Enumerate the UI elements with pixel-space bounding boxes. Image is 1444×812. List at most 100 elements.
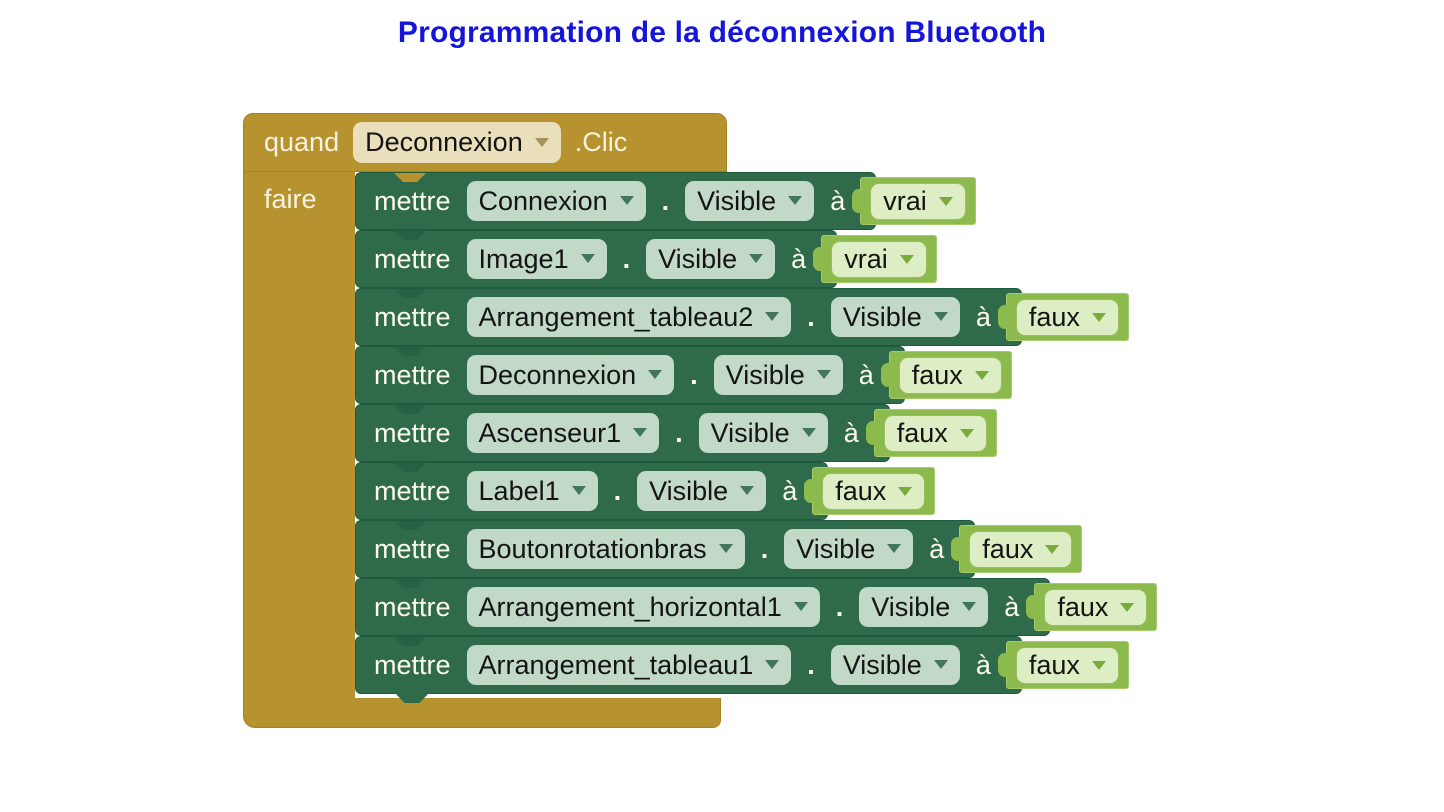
component-name: Connexion xyxy=(478,185,608,216)
chevron-down-icon xyxy=(899,254,914,264)
setter-block-body[interactable]: mettre Arrangement_tableau2 . Visible à xyxy=(355,288,1022,346)
component-name: Ascenseur1 xyxy=(478,417,622,448)
property-dropdown[interactable]: Visible xyxy=(859,586,989,628)
setter-block-body[interactable]: mettre Image1 . Visible à xyxy=(355,230,838,288)
component-dropdown[interactable]: Arrangement_tableau1 xyxy=(466,644,792,686)
property-name: Visible xyxy=(842,649,922,680)
dot-separator: . xyxy=(835,591,844,622)
quand-keyword: quand xyxy=(264,127,340,157)
event-block-footer[interactable] xyxy=(243,698,721,728)
faire-slot-label-column[interactable]: faire xyxy=(243,172,355,698)
chevron-down-icon xyxy=(718,544,733,554)
setter-block-body[interactable]: mettre Ascenseur1 . Visible à xyxy=(355,404,890,462)
puzzle-tab xyxy=(813,247,824,271)
logic-value: faux xyxy=(911,359,963,390)
dot-separator: . xyxy=(622,243,631,274)
logic-value-dropdown[interactable]: faux xyxy=(1015,646,1119,684)
logic-value-dropdown[interactable]: faux xyxy=(1015,298,1119,336)
setter-block-body[interactable]: mettre Boutonrotationbras . Visible à xyxy=(355,520,976,578)
property-name: Visible xyxy=(697,185,777,216)
logic-value-dropdown[interactable]: faux xyxy=(1044,588,1148,626)
logic-value-block[interactable]: faux xyxy=(865,409,997,457)
component-dropdown[interactable]: Connexion xyxy=(466,180,646,222)
setter-block-body[interactable]: mettre Deconnexion . Visible à xyxy=(355,346,905,404)
component-name: Arrangement_horizontal1 xyxy=(478,591,782,622)
set-visible-block[interactable]: mettre Deconnexion . Visible à xyxy=(355,346,1012,404)
property-dropdown[interactable]: Visible xyxy=(685,180,815,222)
logic-value-block[interactable]: faux xyxy=(997,293,1129,341)
setter-block-body[interactable]: mettre Connexion . Visible à xyxy=(355,172,877,230)
logic-value-dropdown[interactable]: vrai xyxy=(870,182,966,220)
page-title: Programmation de la déconnexion Bluetoot… xyxy=(397,16,1047,49)
logic-value-dropdown[interactable]: faux xyxy=(883,414,987,452)
component-dropdown[interactable]: Image1 xyxy=(466,238,607,280)
set-visible-block[interactable]: mettre Image1 . Visible à xyxy=(355,230,937,288)
event-component-dropdown[interactable]: Deconnexion xyxy=(353,122,561,163)
chevron-down-icon xyxy=(959,428,974,438)
logic-value-dropdown[interactable]: vrai xyxy=(831,240,927,278)
setter-block-body[interactable]: mettre Arrangement_horizontal1 . Visible… xyxy=(355,578,1051,636)
a-keyword: à xyxy=(858,359,874,390)
component-dropdown[interactable]: Ascenseur1 xyxy=(466,412,660,454)
logic-value-block[interactable]: faux xyxy=(1026,583,1158,631)
event-block-body: faire mettre Connexion . Visible xyxy=(243,172,1158,698)
logic-value-dropdown[interactable]: faux xyxy=(969,530,1073,568)
logic-value-block[interactable]: faux xyxy=(804,467,936,515)
logic-value-dropdown[interactable]: faux xyxy=(898,356,1002,394)
component-dropdown[interactable]: Boutonrotationbras xyxy=(466,528,745,570)
set-visible-block[interactable]: mettre Arrangement_tableau2 . Visible à xyxy=(355,288,1129,346)
chevron-down-icon xyxy=(648,370,663,380)
property-dropdown[interactable]: Visible xyxy=(698,412,828,454)
logic-value-block[interactable]: vrai xyxy=(852,177,976,225)
event-block-quand-clic[interactable]: quand Deconnexion .Clic faire mettre Con… xyxy=(243,113,1158,728)
property-dropdown[interactable]: Visible xyxy=(830,296,960,338)
a-keyword: à xyxy=(843,417,859,448)
component-dropdown[interactable]: Arrangement_tableau2 xyxy=(466,296,792,338)
set-visible-block[interactable]: mettre Arrangement_tableau1 . Visible à xyxy=(355,636,1129,694)
property-dropdown[interactable]: Visible xyxy=(830,644,960,686)
puzzle-tab xyxy=(852,189,863,213)
component-name: Arrangement_tableau1 xyxy=(478,649,754,680)
event-block-header[interactable]: quand Deconnexion .Clic xyxy=(243,113,727,172)
logic-value-dropdown[interactable]: faux xyxy=(822,472,926,510)
puzzle-tab xyxy=(865,421,876,445)
property-dropdown[interactable]: Visible xyxy=(637,470,767,512)
logic-value-block[interactable]: faux xyxy=(997,641,1129,689)
chevron-down-icon xyxy=(1091,312,1106,322)
set-visible-block[interactable]: mettre Label1 . Visible à xyxy=(355,462,936,520)
logic-value-block[interactable]: vrai xyxy=(813,235,937,283)
dot-separator: . xyxy=(661,185,670,216)
faire-keyword: faire xyxy=(264,184,317,214)
property-dropdown[interactable]: Visible xyxy=(646,238,776,280)
chevron-down-icon xyxy=(801,428,816,438)
puzzle-tab xyxy=(880,363,891,387)
chevron-down-icon xyxy=(571,486,586,496)
chevron-down-icon xyxy=(898,486,913,496)
chevron-down-icon xyxy=(580,254,595,264)
mettre-keyword: mettre xyxy=(374,591,451,622)
property-dropdown[interactable]: Visible xyxy=(784,528,914,570)
logic-value: faux xyxy=(982,533,1034,564)
dot-separator: . xyxy=(807,301,815,332)
component-dropdown[interactable]: Deconnexion xyxy=(466,354,675,396)
set-visible-block[interactable]: mettre Arrangement_horizontal1 . Visible… xyxy=(355,578,1158,636)
set-visible-block[interactable]: mettre Connexion . Visible à xyxy=(355,172,976,230)
set-visible-block[interactable]: mettre Ascenseur1 . Visible à xyxy=(355,404,997,462)
property-dropdown[interactable]: Visible xyxy=(713,354,843,396)
a-keyword: à xyxy=(929,533,945,564)
set-visible-block[interactable]: mettre Boutonrotationbras . Visible à xyxy=(355,520,1083,578)
property-name: Visible xyxy=(796,533,876,564)
setter-block-body[interactable]: mettre Label1 . Visible à xyxy=(355,462,829,520)
component-dropdown[interactable]: Label1 xyxy=(466,470,598,512)
setter-block-body[interactable]: mettre Arrangement_tableau1 . Visible à xyxy=(355,636,1022,694)
mettre-keyword: mettre xyxy=(374,533,451,564)
logic-value-block[interactable]: faux xyxy=(951,525,1083,573)
chevron-down-icon xyxy=(765,312,780,322)
logic-value-block[interactable]: faux xyxy=(880,351,1012,399)
component-name: Boutonrotationbras xyxy=(478,533,707,564)
dot-separator: . xyxy=(675,417,683,448)
chevron-down-icon xyxy=(1120,602,1135,612)
a-keyword: à xyxy=(975,301,991,332)
component-dropdown[interactable]: Arrangement_horizontal1 xyxy=(466,586,820,628)
statement-stack: mettre Connexion . Visible à xyxy=(355,172,1158,698)
